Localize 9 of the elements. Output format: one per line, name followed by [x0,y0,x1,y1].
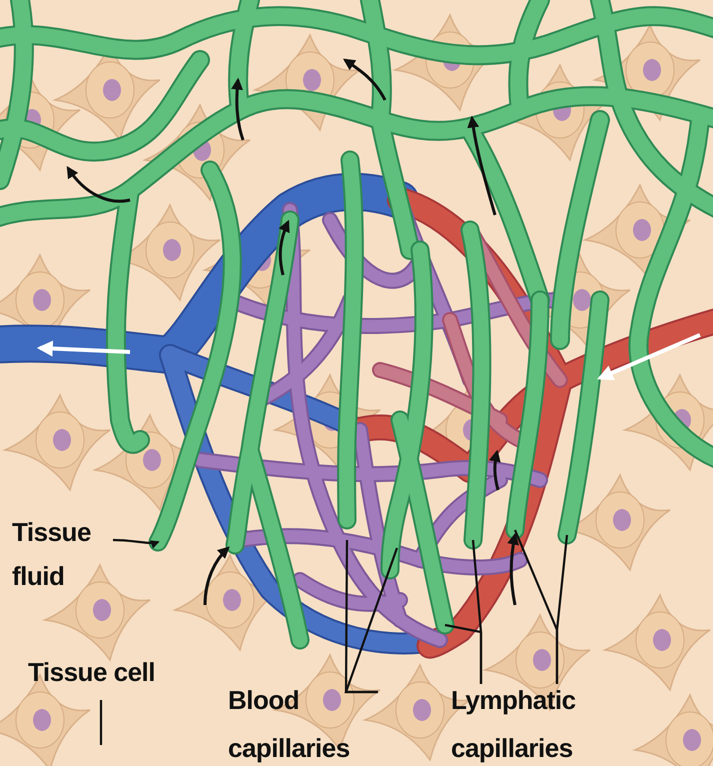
leader-line [344,548,398,694]
leader-line [112,538,160,548]
label-text: Blood capillaries [228,684,351,765]
leader-line [472,540,482,684]
leader-line [100,700,102,745]
label-text: Tissue fluid [12,516,92,593]
leader-line [556,534,568,684]
label-text: Tissue cell [28,656,156,689]
label-text: Lymphatic capillaries [451,684,577,765]
